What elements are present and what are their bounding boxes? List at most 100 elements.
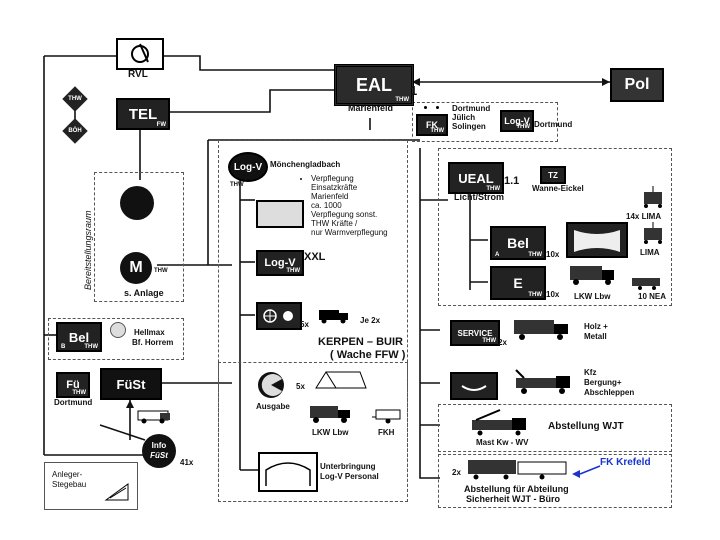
thw-diamond-label: THW — [68, 96, 82, 102]
lima-generator-icon — [640, 222, 666, 244]
mgladbach-label: Mönchengladbach — [270, 160, 341, 169]
office-trailer-icon — [466, 456, 570, 482]
mast-label: Mast Kw - WV — [476, 438, 529, 447]
ueal-sub: THW — [486, 186, 500, 192]
fust-label: FüSt — [116, 376, 146, 392]
eal-number: 1 — [410, 83, 418, 98]
dortmund-block-line: Solingen — [452, 122, 486, 131]
fu-sign: Fü THW — [56, 372, 90, 398]
fu-sub: THW — [72, 390, 86, 396]
m-label: M — [129, 259, 143, 276]
bel-right-sub: THW — [528, 252, 542, 258]
tel-sub: FW — [156, 122, 166, 128]
fust-sign: FüSt — [100, 368, 162, 400]
bf-horrem-label: Bf. Horrem — [132, 338, 174, 347]
e-sub: THW — [528, 292, 542, 298]
tel-sign: TEL FW — [116, 98, 170, 130]
fkh-label: FKH — [378, 428, 395, 437]
wheel-sign — [256, 302, 302, 330]
ausgabe-label: Ausgabe — [256, 402, 290, 411]
ueal-label: UEAL — [458, 170, 494, 186]
info-fust-circle: Info FüSt — [142, 434, 176, 468]
marienfeld-label: Marienfeld — [348, 103, 394, 113]
rvl-emblem — [116, 38, 164, 70]
bel-right-sign: Bel A THW — [490, 226, 546, 260]
dortmund-box — [412, 102, 558, 142]
anleger-box — [44, 462, 138, 510]
ten-x-b-label: 10x — [546, 290, 560, 299]
kfz-label-3: Abschleppen — [584, 388, 635, 397]
tow-truck-icon — [514, 368, 574, 396]
bel-box — [48, 318, 184, 360]
boat-jetty-icon — [104, 480, 130, 502]
kfz-label-2: Bergung+ — [584, 378, 622, 387]
e-label: E — [513, 275, 523, 291]
fk-label: FK — [426, 120, 438, 130]
ueal-sign: UEAL THW — [448, 162, 504, 194]
service-truck-icon — [512, 316, 572, 342]
lkw-lbw-truck-icon — [308, 402, 354, 424]
tent-icon — [314, 368, 368, 390]
info-label: Info — [151, 441, 167, 450]
logv-sub: THW — [230, 182, 244, 188]
wache-label: ( Wache FFW ) — [330, 349, 406, 361]
m-sign: M — [120, 252, 152, 284]
two-x-label: 2x — [498, 338, 507, 347]
logv-top-sign: Log-V THW — [500, 110, 534, 132]
eal-sub: THW — [395, 97, 409, 103]
je-2x-label: Je 2x — [360, 316, 381, 325]
lkw-truck-icon — [568, 262, 618, 286]
logv-xxl-sign: Log-V THW — [256, 250, 304, 276]
hall-icon — [258, 452, 318, 492]
rvl-label: RVL — [128, 69, 148, 80]
tel-label: TEL — [128, 105, 158, 123]
xxl-label: XXL — [304, 251, 326, 263]
five-x-label: 5x — [300, 320, 309, 329]
service-sub: THW — [482, 338, 496, 344]
staging-area-box — [94, 172, 184, 302]
pol-sign: Pol — [610, 68, 664, 102]
anleger-label-1: Anleger- — [52, 470, 83, 479]
tz-label: TZ — [548, 170, 558, 180]
eal-sign: EAL THW — [334, 64, 414, 106]
ten-nea-label: 10 NEA — [638, 292, 667, 301]
dortmund-label: Dortmund — [54, 398, 93, 407]
ueal-number: 1.1 — [504, 175, 520, 187]
bel-left-label: Bel — [68, 329, 90, 345]
unterbringung-label-1: Unterbringung — [320, 462, 376, 471]
bereitstellungsraum-label: Bereitstellungsraum — [83, 210, 93, 290]
wheel-icon — [263, 309, 293, 323]
bel-left-sign: Bel B THW — [56, 322, 102, 352]
fk-sub: THW — [430, 128, 444, 134]
logv-top-sub: THW — [516, 124, 530, 130]
abstellung-abt-label-1: Abstellung für Abteilung — [464, 484, 569, 494]
pol-label: Pol — [624, 76, 650, 93]
bel-left-sub: THW — [84, 344, 98, 350]
logv-top-city: Dortmund — [534, 120, 573, 129]
tz-sign: TZ — [540, 166, 566, 184]
staging-circle-icon — [120, 186, 154, 220]
logv-xxl-sub: THW — [286, 268, 300, 274]
boh-diamond-label: BÖH — [68, 128, 82, 134]
fk-dots-icon — [420, 106, 446, 112]
licht-strom-label: Licht/Strom — [454, 192, 505, 202]
rvl-logo-icon — [131, 43, 149, 63]
ausgabe-box — [218, 362, 408, 502]
bel-right-label: Bel — [507, 235, 529, 251]
dortmund-block-line: Jülich — [452, 113, 476, 122]
logv-sign: Log-V — [228, 152, 268, 182]
fk-krefeld-callout: FK Krefeld — [600, 457, 651, 468]
info-label-2: FüSt — [150, 451, 168, 460]
wanne-eickel-label: Wanne-Eickel — [532, 184, 584, 193]
abstellung-wjt-label: Abstellung WJT — [548, 421, 624, 432]
logv-top-label: Log-V — [504, 116, 530, 126]
bel-left-subl: B — [61, 344, 66, 350]
mast-truck-icon — [470, 408, 530, 436]
kerpen-label: KERPEN – BUIR — [318, 336, 403, 348]
fu-label: Fü — [66, 379, 80, 391]
eal-label: EAL — [356, 74, 392, 95]
ten-x-a-label: 10x — [546, 250, 560, 259]
holz-label-1: Holz + — [584, 322, 608, 331]
